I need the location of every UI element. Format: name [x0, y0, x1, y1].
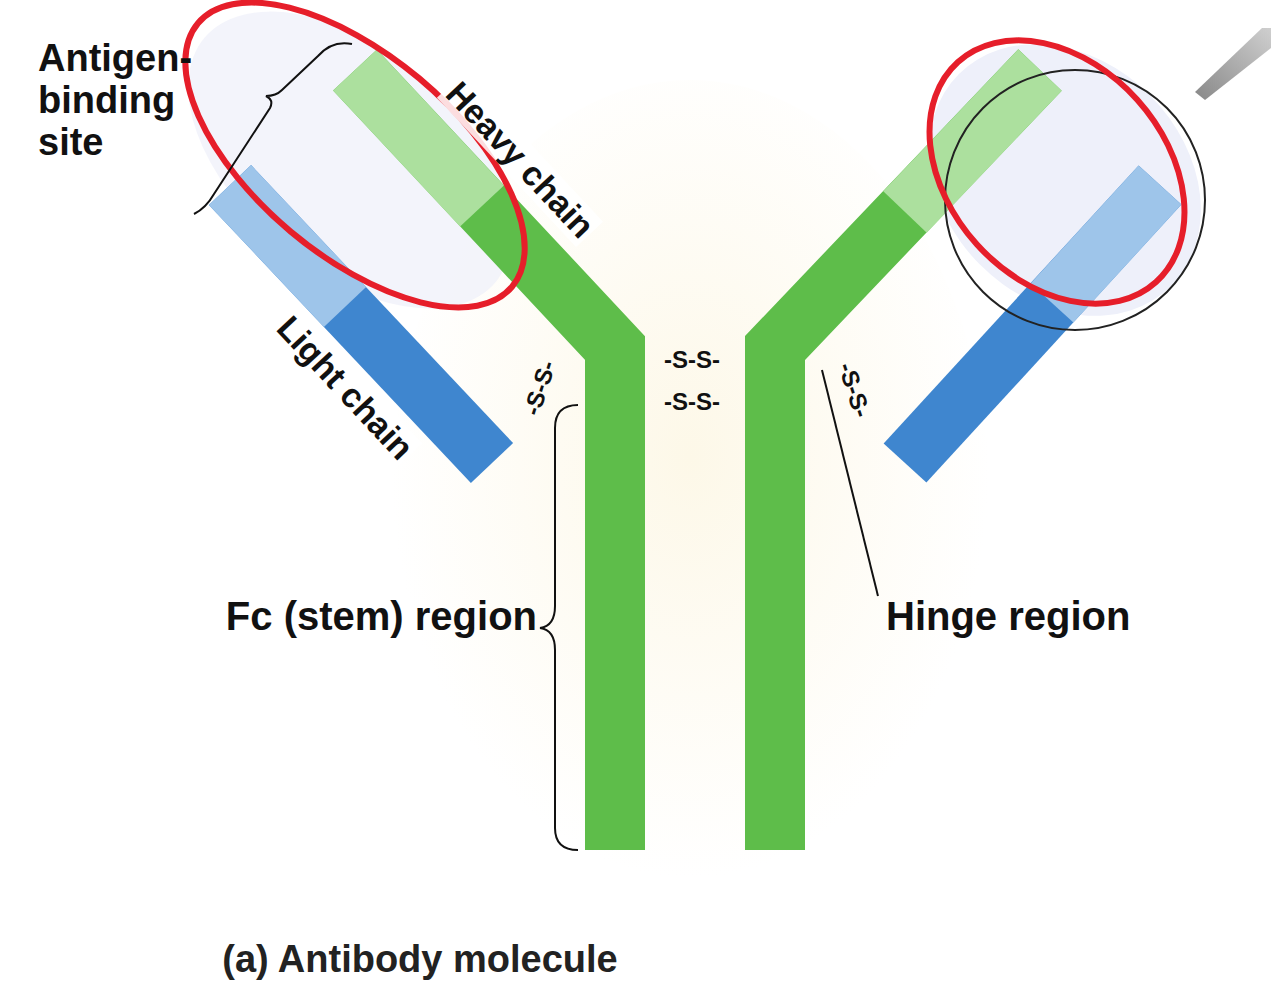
light-chain-variable — [1052, 185, 1160, 303]
figure-caption: (a) Antibody molecule — [222, 939, 618, 981]
heavy-chain-variable — [905, 70, 1040, 212]
heavy-chain-right — [775, 70, 1040, 850]
light-chain-right — [905, 185, 1160, 463]
zoom-circle — [945, 70, 1205, 330]
bracket — [194, 43, 352, 214]
light-chain-variable — [230, 185, 345, 307]
disulfide-bond: -S-S- — [664, 389, 720, 415]
highlight-ellipse — [134, 0, 577, 363]
region-label: Fc (stem) region — [226, 594, 537, 638]
disulfide-bond: -S-S- — [664, 347, 720, 373]
highlight-ellipse — [878, 0, 1237, 354]
part-label: Antigen-binding site — [38, 38, 233, 163]
callout-wedge — [1195, 28, 1271, 100]
bracket — [540, 405, 578, 850]
region-label: Hinge region — [886, 594, 1130, 638]
